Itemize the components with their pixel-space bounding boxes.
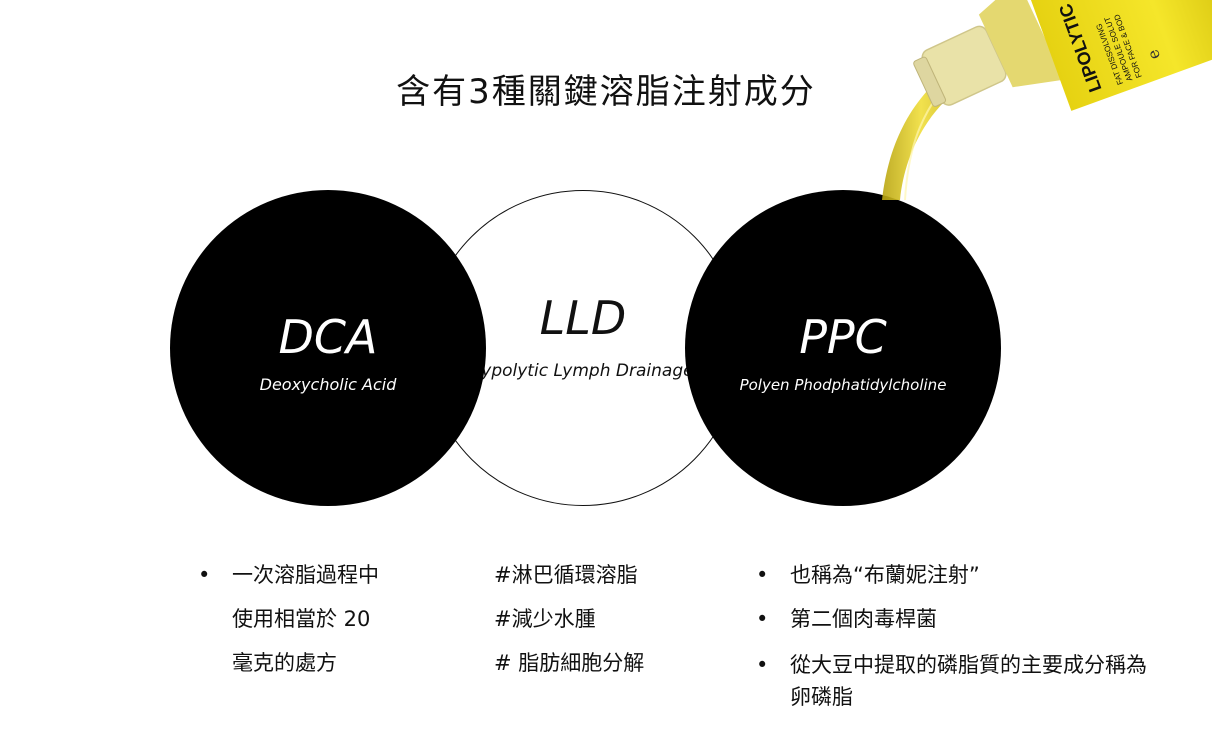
list-item: 毫克的處方 <box>232 641 442 685</box>
lld-subtitle: Lypolytic Lymph Drainage <box>472 361 694 381</box>
list-item: # 脂肪細胞分解 <box>494 651 645 675</box>
lld-title: LLD <box>539 291 627 345</box>
ppc-description: • 也稱為“布蘭妮注射” • 第二個肉毒桿菌 • 從大豆中提取的磷脂質的主要成分… <box>756 553 1150 713</box>
ppc-circle: PPC Polyen Phodphatidylcholine <box>685 190 1001 506</box>
ppc-item-2: 第二個肉毒桿菌 <box>790 607 937 631</box>
bullet: • <box>756 607 769 631</box>
ppc-item-3: 從大豆中提取的磷脂質的主要成分稱為卵磷脂 <box>790 653 1147 709</box>
bullet: • <box>756 653 769 677</box>
bottle-label <box>1026 0 1212 111</box>
list-item: 使用相當於 20 <box>232 597 442 641</box>
bottle-pouring-oil-image: LIPOLYTIC FAT DISSOLVING AMPOULE SOLUT F… <box>882 0 1212 201</box>
dca-line-3: 毫克的處方 <box>232 651 337 675</box>
bullet: • <box>756 563 769 587</box>
list-item: • 從大豆中提取的磷脂質的主要成分稱為卵磷脂 <box>756 641 1150 713</box>
ppc-subtitle: Polyen Phodphatidylcholine <box>739 376 947 394</box>
dca-line-2: 使用相當於 20 <box>232 607 371 631</box>
list-item: • 一次溶脂過程中 <box>198 553 442 597</box>
lld-description: #淋巴循環溶脂 #減少水腫 # 脂肪細胞分解 <box>494 553 724 685</box>
bullet: • <box>198 563 211 587</box>
dca-description: • 一次溶脂過程中 使用相當於 20 毫克的處方 <box>198 553 442 685</box>
dca-line-1: 一次溶脂過程中 <box>232 563 379 587</box>
page-title: 含有3種關鍵溶脂注射成分 <box>396 72 816 112</box>
list-item: • 第二個肉毒桿菌 <box>756 597 1150 641</box>
dca-subtitle: Deoxycholic Acid <box>259 375 397 394</box>
dca-title: DCA <box>278 310 378 364</box>
list-item: #淋巴循環溶脂 <box>494 563 638 587</box>
list-item: • 也稱為“布蘭妮注射” <box>756 553 1150 597</box>
dca-circle: DCA Deoxycholic Acid <box>170 190 486 506</box>
ppc-title: PPC <box>799 310 887 364</box>
list-item: #減少水腫 <box>494 607 596 631</box>
ppc-item-1: 也稱為“布蘭妮注射” <box>790 563 980 587</box>
